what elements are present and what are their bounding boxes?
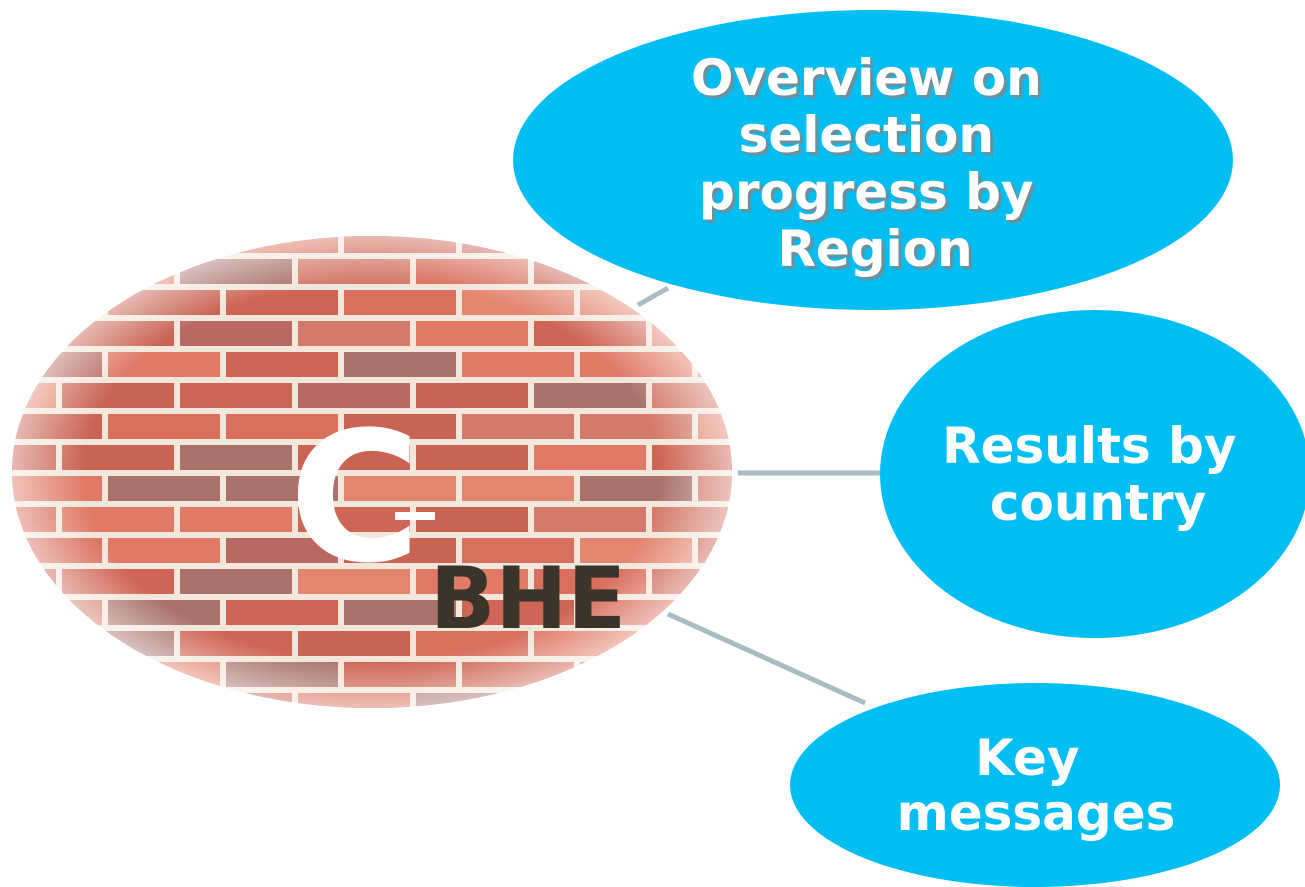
connectors: [636, 285, 880, 706]
node-key-messages-line: Key: [975, 729, 1079, 787]
brick: [770, 321, 882, 346]
node-overview-line: Region: [777, 220, 972, 278]
brick: [344, 724, 456, 749]
brick: [816, 600, 928, 625]
node-key-messages[interactable]: Key messages: [790, 683, 1280, 887]
node-overview-bubble: [513, 10, 1233, 310]
node-key-messages-bubble: [790, 683, 1280, 887]
node-results-bubble: [880, 310, 1305, 638]
node-results[interactable]: Results by country: [880, 310, 1305, 638]
brick: [12, 631, 56, 656]
logo-c-bar: [395, 512, 435, 520]
brick: [770, 507, 882, 532]
brick: [770, 383, 882, 408]
brick: [12, 662, 102, 687]
brick: [698, 662, 732, 687]
brick: [12, 236, 102, 253]
brick: [816, 662, 928, 687]
connector-overview: [636, 285, 670, 308]
brick: [770, 569, 882, 594]
node-results-line: country: [990, 474, 1206, 532]
brick: [12, 290, 102, 315]
node-overview-label: Overview on selection progress by Region: [691, 49, 1059, 278]
brick: [770, 445, 882, 470]
node-results-label: Results by country: [942, 417, 1254, 532]
brick: [580, 662, 692, 687]
brick: [698, 724, 810, 749]
brick: [698, 352, 732, 377]
brick: [888, 631, 1000, 656]
logo-letter: C: [289, 394, 421, 603]
brick: [0, 724, 102, 749]
node-key-messages-line: messages: [897, 784, 1176, 842]
brick: [652, 693, 732, 708]
node-overview-line: Overview on: [691, 49, 1042, 107]
brick: [534, 693, 646, 708]
brick: [12, 321, 56, 346]
brick: [698, 600, 732, 625]
brick: [12, 259, 56, 284]
brick: [108, 724, 220, 749]
node-overview-line: progress by: [699, 163, 1033, 221]
brick: [816, 352, 928, 377]
brick: [462, 724, 574, 749]
logo-text: BHE: [430, 549, 626, 649]
brick: [108, 236, 220, 253]
brick: [62, 693, 174, 708]
node-overview[interactable]: Overview on selection progress by Region: [513, 10, 1233, 310]
brick: [580, 724, 692, 749]
connector-key-messages: [666, 611, 867, 706]
brick: [770, 631, 882, 656]
node-key-messages-label: Key messages: [897, 729, 1176, 842]
brick: [62, 259, 174, 284]
node-overview-line: selection: [739, 106, 994, 164]
brick: [12, 693, 56, 708]
brick: [226, 724, 338, 749]
node-results-line: Results by: [942, 417, 1236, 475]
